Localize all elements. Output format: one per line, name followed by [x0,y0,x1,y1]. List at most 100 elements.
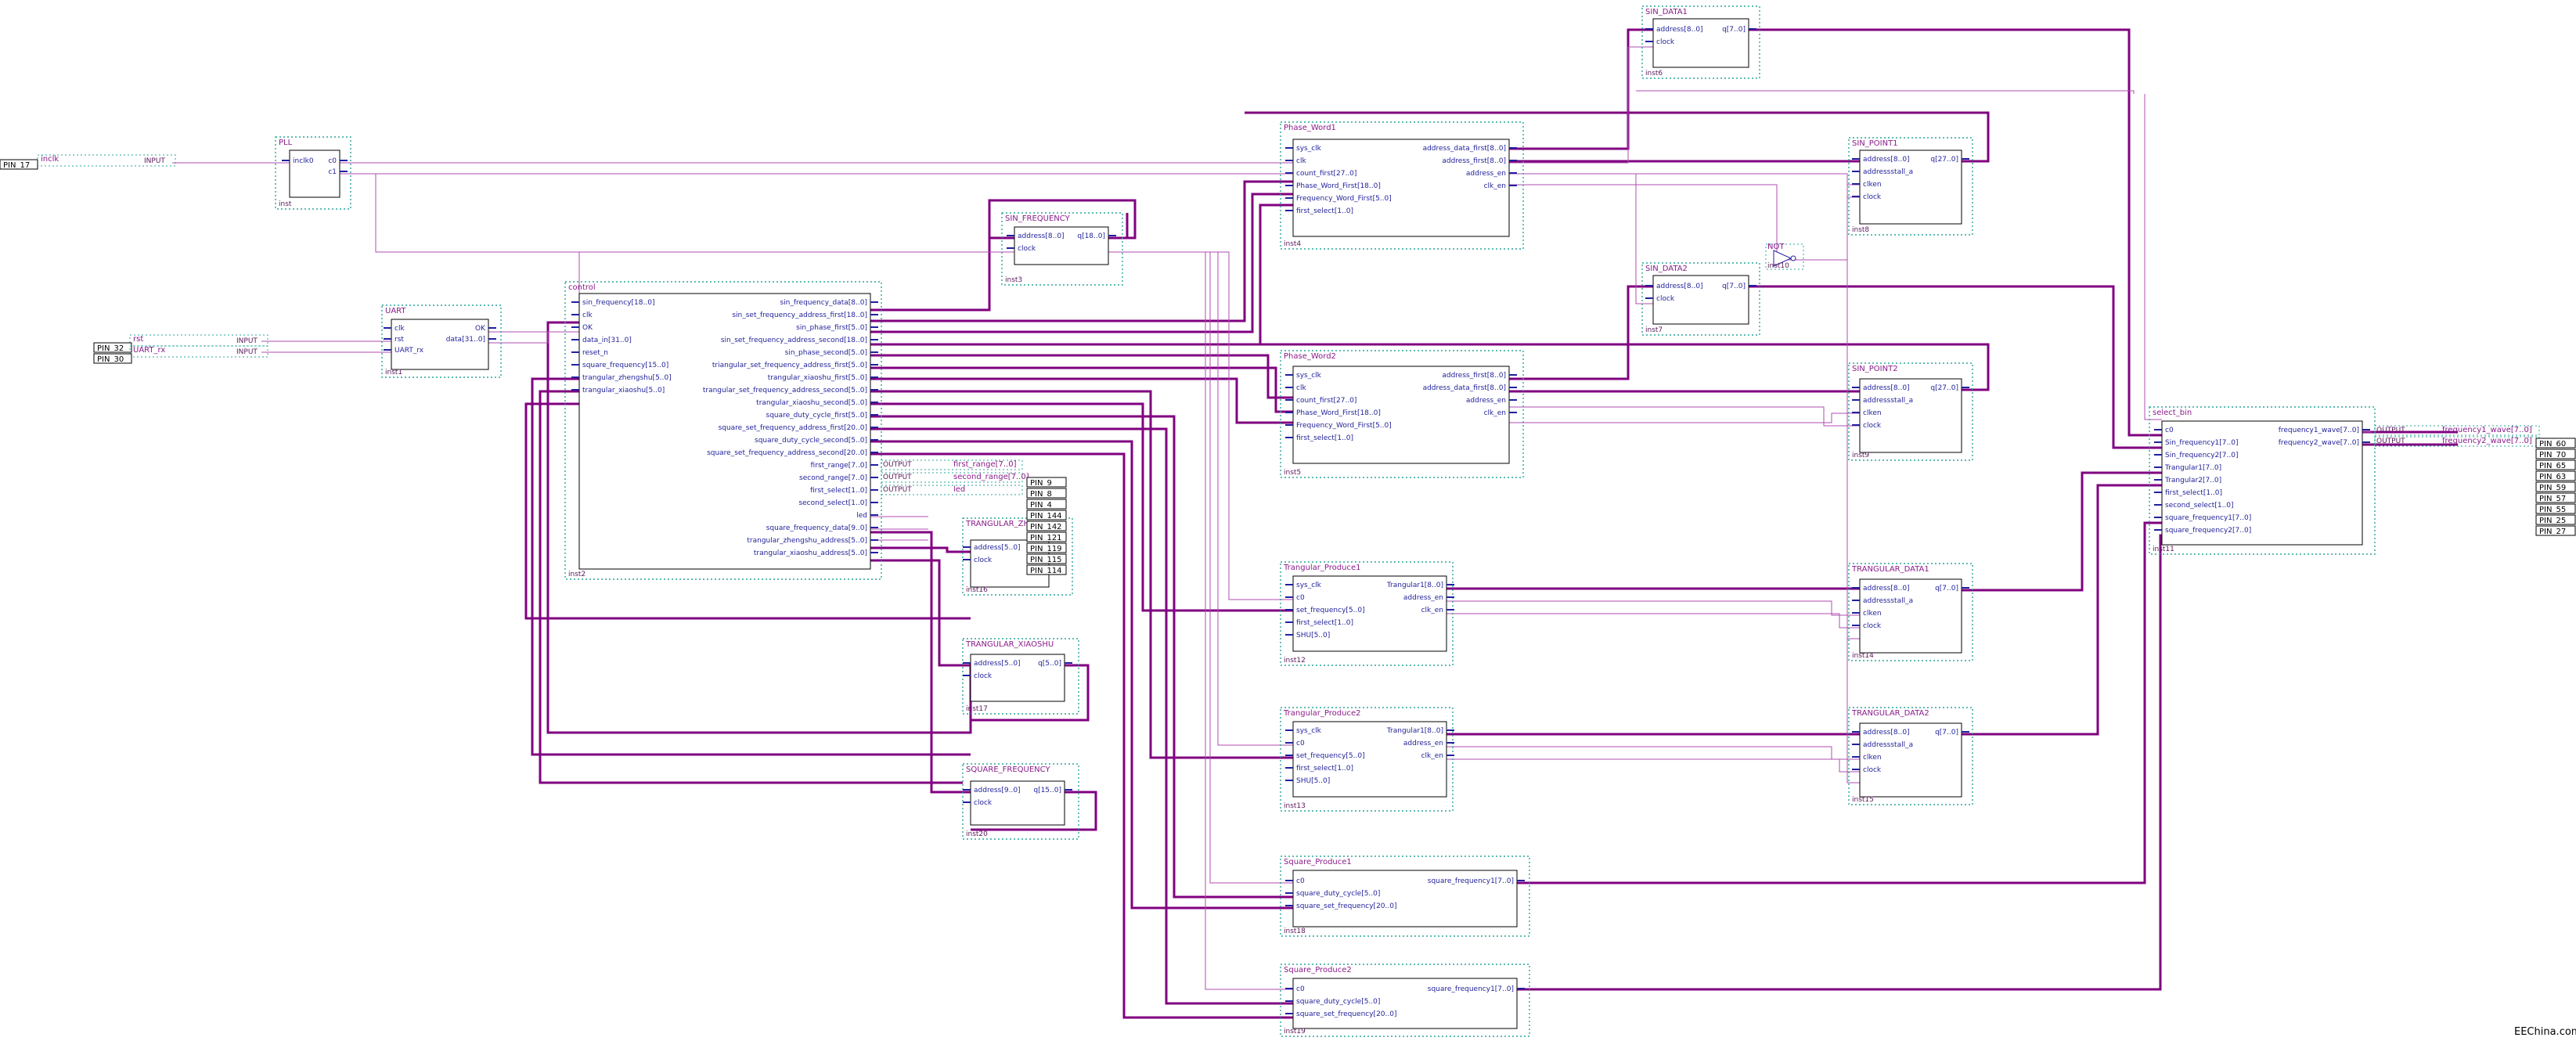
right-pin-label: PIN_59 [2539,484,2566,492]
port-label-left: address[8..0] [1863,729,1910,737]
block-sinp1[interactable]: SIN_POINT1inst8address[8..0]addressstall… [1848,137,1973,236]
port-label-left: address[8..0] [1863,585,1910,593]
block-pw1[interactable]: Phase_Word1inst4sys_clkclkcount_first[27… [1280,121,1524,250]
not-gate-symbol [1773,250,1792,267]
block-border-dotted [1848,707,1973,805]
block-sqfreq[interactable]: SQUARE_FREQUENCYinst20address[9..0]clock… [962,763,1079,840]
block-instance: inst8 [1852,226,1869,234]
bus-wire [1962,471,2162,592]
port-label-left: Sin_frequency1[7..0] [2165,439,2238,447]
right-pin-box [2535,459,2576,470]
port-label-right: address_data_first[8..0] [1423,384,1506,392]
port-label-left: clken [1863,409,1882,417]
port-label-left: clk [1296,384,1306,392]
port-label-right: Trangular1[8..0] [1386,582,1443,589]
port-label-right: address_first[8..0] [1442,157,1506,165]
port-label-left: Trangular2[7..0] [2164,477,2221,484]
block-sp2[interactable]: Square_Produce2inst19c0square_duty_cycle… [1280,964,1530,1037]
right-pin-box [2535,525,2576,536]
port-label-left: first_select[1..0] [1296,619,1353,627]
mid-output-name: led [953,485,965,494]
block-body [1292,870,1518,928]
port-label-left: count_first[27..0] [1296,170,1356,178]
block-sp1[interactable]: Square_Produce1inst18c0square_duty_cycle… [1280,855,1530,937]
port-label-left: Phase_Word_First[18..0] [1296,182,1381,190]
port-label-left: sys_clk [1296,372,1322,380]
block-pw2[interactable]: Phase_Word2inst5sys_clkclkcount_first[27… [1280,350,1524,478]
mid-pin-label: PIN_9 [1030,479,1052,488]
port-label-right: sin_frequency_data[8..0] [780,299,867,307]
block-trixiao[interactable]: TRANGULAR_XIAOSHUinst17address[5..0]cloc… [962,638,1079,715]
bus-wire [1252,343,1990,391]
block-instance: inst13 [1284,802,1306,810]
port-label-right: clk_en [1421,607,1443,614]
block-body [1292,575,1447,652]
block-tp1[interactable]: Trangular_Produce1inst12sys_clkc0set_fre… [1280,561,1454,666]
block-instance: inst17 [966,705,988,713]
port-label-right: q[27..0] [1930,156,1958,164]
output-border [2374,425,2540,436]
port-label-right: square_frequency1[7..0] [1428,877,1514,885]
port-label-left: set_frequency[5..0] [1296,752,1365,760]
block-instance: inst11 [2153,546,2174,553]
mid-pin-label: PIN_121 [1030,534,1062,542]
block-border-dotted [1280,707,1454,812]
block-border-dotted [1280,121,1524,250]
mid-output-border [881,484,1023,495]
block-trid2[interactable]: TRANGULAR_DATA2inst15address[8..0]addres… [1848,707,1973,805]
mid-output-type: OUTPUT [883,461,912,469]
block-title: Square_Produce2 [1284,966,1352,974]
port-label-left: set_frequency[5..0] [1296,607,1365,614]
port-label-left: Sin_frequency2[7..0] [2165,452,2238,459]
not-gate-instance: inst10 [1767,262,1789,270]
block-title: PLL [279,139,293,147]
block-sinp2[interactable]: SIN_POINT2inst9address[8..0]addressstall… [1848,362,1973,461]
block-border-dotted [1280,561,1454,666]
right-pin: PIN_25 [2535,514,2576,525]
port-label-left: addressstall_a [1863,597,1913,605]
input-type: INPUT [236,337,258,345]
block-sel[interactable]: select_bininst11c0Sin_frequency1[7..0]Si… [2149,406,2376,555]
bus-wire [546,321,972,734]
bus-wire [1517,521,2162,884]
port-label-right: second_range[7..0] [799,474,867,482]
port-label-left: count_first[27..0] [1296,397,1356,405]
mid-pin: PIN_119 [1026,542,1067,553]
right-pin-label: PIN_25 [2539,517,2566,525]
port-label-right: address_en [1403,594,1443,602]
right-pin-box [2535,481,2576,492]
block-instance: inst20 [966,830,988,838]
port-label-left: address[8..0] [1018,232,1065,240]
right-pin-box [2535,492,2576,503]
block-body [289,149,340,198]
port-label-right: Trangular1[8..0] [1386,727,1443,735]
block-trid1[interactable]: TRANGULAR_DATA1inst14address[8..0]addres… [1848,563,1973,661]
port-label-right: trangular_zhengshu_address[5..0] [747,537,867,545]
bus-wire [870,390,1293,759]
port-label-right: led [856,512,867,520]
port-label-right: q[7..0] [1722,26,1746,34]
block-sinfreq[interactable]: SIN_FREQUENCYinst3address[8..0]clockq[18… [1001,212,1123,286]
port-label-left: clock [974,672,993,680]
pin-box [0,159,38,170]
watermark-text: EEChina.com [2514,1026,2576,1038]
mid-pin-label: PIN_142 [1030,523,1062,531]
block-tp2[interactable]: Trangular_Produce2inst13sys_clkc0set_fre… [1280,707,1454,812]
block-control[interactable]: controlinst2sin_frequency[18..0]clkOKdat… [564,281,882,580]
port-label-left: addressstall_a [1863,741,1913,749]
port-label-left: address[8..0] [1656,26,1703,34]
